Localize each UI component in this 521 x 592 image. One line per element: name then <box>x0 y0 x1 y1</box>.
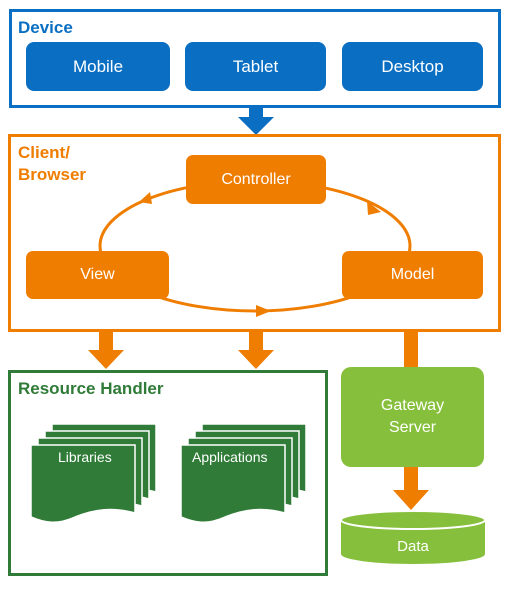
client-title-line2: Browser <box>18 165 87 184</box>
client-title-line1: Client/ <box>18 143 70 162</box>
view-box: View <box>26 251 169 299</box>
resource-handler-title: Resource Handler <box>18 379 164 398</box>
client-to-gateway-connector <box>404 332 418 368</box>
tablet-box: Tablet <box>185 42 326 91</box>
model-box: Model <box>342 251 483 299</box>
applications-docs-icon <box>180 423 307 523</box>
mobile-box: Mobile <box>26 42 170 91</box>
controller-box: Controller <box>186 155 326 204</box>
gateway-label-line2: Server <box>388 419 437 436</box>
device-title: Device <box>18 18 73 37</box>
cycle-arrowhead-bottom-icon <box>256 305 271 317</box>
cycle-arrowhead-right-icon <box>367 201 381 215</box>
desktop-box: Desktop <box>342 42 483 91</box>
data-cylinder-icon <box>340 510 486 564</box>
libraries-docs-icon <box>30 423 157 523</box>
gateway-label-line1: Gateway <box>380 397 445 414</box>
device-to-client-arrow <box>238 108 274 135</box>
client-browser-title: Client/ Browser <box>18 142 108 186</box>
client-to-libraries-arrow <box>88 332 124 369</box>
applications-label: Applications <box>192 449 268 465</box>
libraries-label: Libraries <box>58 449 112 465</box>
gateway-server-box: Gateway Server <box>341 367 484 467</box>
cycle-arrowhead-left-icon <box>139 192 152 204</box>
client-to-applications-arrow <box>238 332 274 369</box>
gateway-to-data-arrow <box>393 467 429 510</box>
data-label: Data <box>397 538 429 555</box>
